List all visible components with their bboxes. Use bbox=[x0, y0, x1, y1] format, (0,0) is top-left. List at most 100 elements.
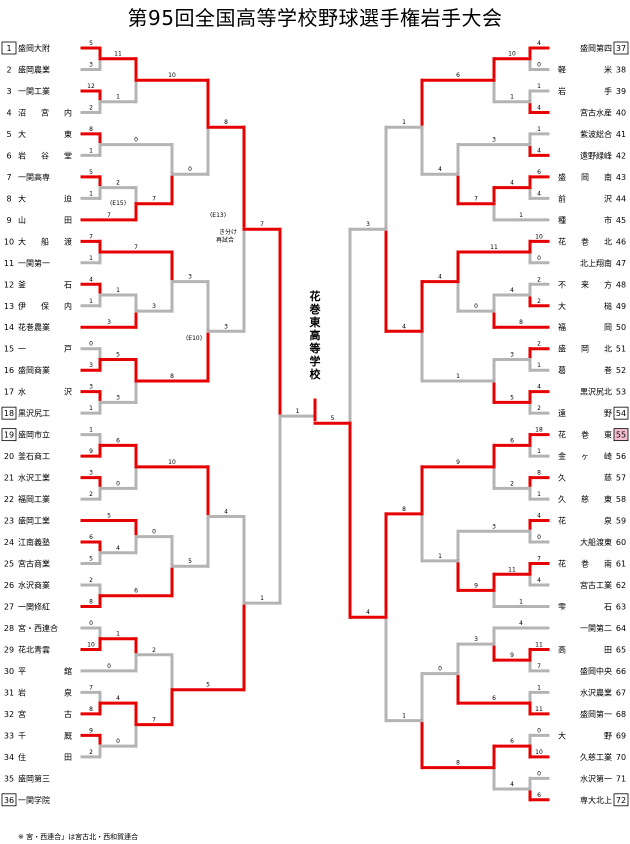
team-number: 9 bbox=[6, 216, 11, 225]
score-label: 1 bbox=[537, 491, 541, 498]
team-number: 63 bbox=[616, 602, 626, 611]
score-label: 8 bbox=[456, 760, 460, 767]
team-number: 41 bbox=[616, 130, 626, 139]
team-number: 2 bbox=[6, 65, 11, 74]
score-label: 9 bbox=[456, 459, 460, 466]
score-label: 3 bbox=[366, 221, 370, 228]
score-label: 1 bbox=[89, 147, 93, 154]
score-label: 7 bbox=[260, 221, 264, 228]
score-label: 5 bbox=[89, 40, 93, 47]
team-name: 釜石商工 bbox=[18, 451, 50, 461]
team-number: 40 bbox=[616, 108, 626, 117]
score-label: 11 bbox=[490, 244, 498, 251]
score-label: 12 bbox=[87, 83, 95, 90]
score-label: 1 bbox=[89, 255, 93, 262]
team-number: 58 bbox=[616, 495, 626, 504]
team-number: 32 bbox=[4, 710, 14, 719]
team-name: 宮・西連合 bbox=[18, 623, 58, 633]
score-label: 3 bbox=[510, 351, 514, 358]
annotation: (E10) bbox=[186, 335, 202, 342]
score-label: 1 bbox=[260, 595, 264, 602]
team-number: 67 bbox=[616, 688, 626, 697]
seed-box bbox=[1, 406, 17, 420]
team-number: 35 bbox=[4, 774, 14, 783]
score-label: 1 bbox=[116, 287, 120, 294]
score-label: 3 bbox=[89, 362, 93, 369]
team-name: 盛岡第一 bbox=[580, 709, 612, 719]
team-number: 36 bbox=[4, 796, 14, 805]
champion-char: 等 bbox=[309, 341, 321, 355]
team-number: 1 bbox=[6, 44, 11, 53]
team-number: 69 bbox=[616, 731, 626, 740]
score-label: 4 bbox=[89, 276, 93, 283]
team-name: 大槌 bbox=[558, 301, 612, 311]
score-label: 0 bbox=[116, 738, 120, 745]
team-name: 盛岡商業 bbox=[18, 365, 50, 375]
team-name: 一関第一 bbox=[18, 258, 50, 268]
team-number: 17 bbox=[4, 388, 14, 397]
team-number: 38 bbox=[616, 65, 626, 74]
team-number: 7 bbox=[6, 173, 11, 182]
team-number: 50 bbox=[616, 323, 626, 332]
team-number: 30 bbox=[4, 667, 14, 676]
team-number: 10 bbox=[4, 237, 14, 246]
team-number: 59 bbox=[616, 517, 626, 526]
score-label: 11 bbox=[114, 51, 122, 58]
team-number: 19 bbox=[4, 431, 14, 440]
score-label: 4 bbox=[510, 781, 514, 788]
team-name: 盛岡大附 bbox=[18, 43, 50, 53]
team-number: 65 bbox=[616, 645, 626, 654]
score-label: 4 bbox=[438, 166, 442, 173]
team-number: 28 bbox=[4, 624, 14, 633]
score-label: 7 bbox=[89, 233, 93, 240]
score-label: 0 bbox=[116, 480, 120, 487]
annotation: (E13) bbox=[210, 212, 226, 219]
team-number: 6 bbox=[6, 151, 11, 160]
team-number: 47 bbox=[616, 259, 626, 268]
team-name: 大船渡 bbox=[18, 236, 72, 246]
score-label: 5 bbox=[510, 394, 514, 401]
team-name: 江南義塾 bbox=[18, 537, 50, 547]
team-number: 71 bbox=[616, 774, 626, 783]
team-name: 岩泉 bbox=[18, 687, 72, 697]
seed-box bbox=[613, 428, 629, 442]
score-label: 4 bbox=[224, 509, 228, 516]
team-number: 39 bbox=[616, 87, 626, 96]
score-label: 2 bbox=[89, 104, 93, 111]
team-number: 14 bbox=[4, 323, 14, 332]
score-label: 1 bbox=[537, 362, 541, 369]
score-label: 5 bbox=[89, 556, 93, 563]
score-label: 4 bbox=[510, 287, 514, 294]
score-label: 4 bbox=[537, 513, 541, 520]
score-label: 2 bbox=[510, 480, 514, 487]
score-label: 1 bbox=[89, 298, 93, 305]
team-name: 北上翔南 bbox=[580, 258, 612, 268]
score-label: 2 bbox=[537, 276, 541, 283]
team-number: 11 bbox=[4, 259, 14, 268]
annotation: (E15) bbox=[110, 200, 126, 207]
team-number: 70 bbox=[616, 753, 626, 762]
team-name: 盛岡中央 bbox=[580, 666, 612, 676]
score-label: 11 bbox=[535, 641, 543, 648]
team-name: 伊保内 bbox=[18, 301, 72, 311]
team-name: 遠野緑峰 bbox=[580, 150, 612, 160]
footnote: ※ 宮・西連合」は宮古北・西和賀連合 bbox=[18, 833, 139, 841]
score-label: 3 bbox=[188, 274, 192, 281]
team-number: 45 bbox=[616, 216, 626, 225]
score-label: 1 bbox=[402, 119, 406, 126]
seed-box bbox=[1, 41, 17, 55]
score-label: 6 bbox=[89, 534, 93, 541]
score-label: 5 bbox=[206, 682, 210, 689]
score-label: 2 bbox=[89, 491, 93, 498]
score-label: 0 bbox=[152, 529, 156, 536]
score-label: 5 bbox=[188, 558, 192, 565]
team-name: 前沢 bbox=[558, 193, 612, 203]
seed-box bbox=[1, 793, 17, 807]
score-label: 6 bbox=[510, 437, 514, 444]
score-label: 7 bbox=[89, 684, 93, 691]
annotation: 再試合 bbox=[216, 236, 234, 244]
score-label: 8 bbox=[89, 598, 93, 605]
score-label: 8 bbox=[170, 373, 174, 380]
score-label: 2 bbox=[537, 405, 541, 412]
